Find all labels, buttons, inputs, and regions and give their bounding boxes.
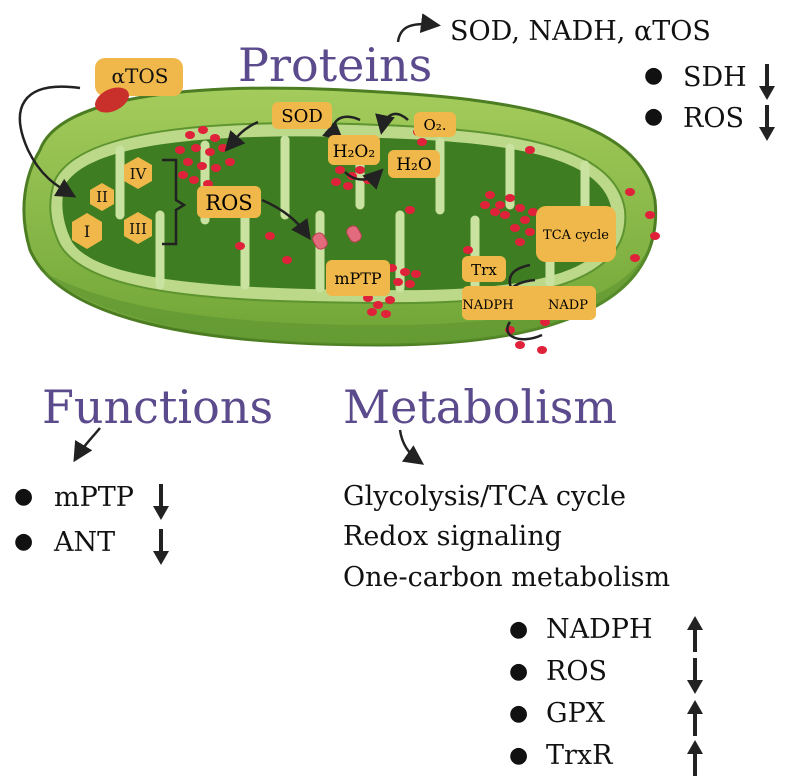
metabolism-item-label: TrxR (546, 740, 613, 771)
complex-iv-label: IV (130, 165, 148, 183)
mptp-label: mPTP (334, 269, 382, 288)
functions-item-label: mPTP (54, 482, 134, 513)
arrow-up-icon (687, 700, 703, 736)
bullet: ● (644, 104, 664, 129)
complex-bracket (162, 158, 187, 246)
heading-metabolism: Metabolism (343, 380, 618, 434)
label-boxes (197, 102, 616, 320)
h2o-label: H₂O (396, 155, 432, 175)
atos-molecule: αTOS (95, 58, 183, 113)
h2o2-label: H₂O₂ (333, 142, 375, 162)
nadp-label: NADP (548, 298, 588, 313)
metabolism-item-label: ROS (546, 656, 607, 687)
bullet: ● (509, 659, 529, 684)
complex-i-label: I (84, 222, 90, 241)
arrow-down-icon (687, 658, 703, 694)
functions-item-label: ANT (54, 527, 116, 558)
tca-label: TCA cycle (543, 228, 609, 243)
proteins-line: SOD, NADH, αTOS (450, 16, 711, 47)
metabolism-item-label: GPX (546, 698, 605, 729)
arrow-down-icon (759, 105, 775, 141)
bullet: ● (509, 743, 529, 768)
arrow-up-icon (687, 616, 703, 652)
heading-functions: Functions (42, 380, 274, 434)
bullet: ● (14, 529, 34, 554)
metabolism-line: Redox signaling (343, 521, 562, 552)
outer-shading (40, 240, 652, 345)
sod-label: SOD (281, 106, 323, 127)
pore-channels (312, 225, 362, 250)
arrow-down-icon (153, 484, 169, 520)
proteins-item-label: ROS (683, 103, 744, 134)
ros-label: ROS (205, 191, 252, 215)
heading-proteins: Proteins (238, 38, 433, 92)
arrow-down-icon (759, 64, 775, 100)
etc-complexes: II IV I III (72, 157, 152, 249)
metabolism-item-label: NADPH (546, 614, 653, 645)
complex-iii-label: III (129, 220, 147, 238)
nadph-label: NADPH (462, 298, 513, 313)
trx-label: Trx (471, 261, 497, 279)
metabolism-line: Glycolysis/TCA cycle (343, 481, 627, 512)
atos-label: αTOS (112, 64, 169, 88)
bullet: ● (509, 701, 529, 726)
bullet: ● (644, 63, 664, 88)
arrow-down-icon (153, 529, 169, 565)
complex-ii-label: II (96, 188, 108, 206)
o2-label: O₂. (423, 116, 446, 134)
arrow-up-icon (687, 740, 703, 776)
bullet: ● (14, 484, 34, 509)
metabolism-line: One-carbon metabolism (343, 562, 671, 593)
proteins-item-label: SDH (683, 62, 747, 93)
bullet: ● (509, 617, 529, 642)
